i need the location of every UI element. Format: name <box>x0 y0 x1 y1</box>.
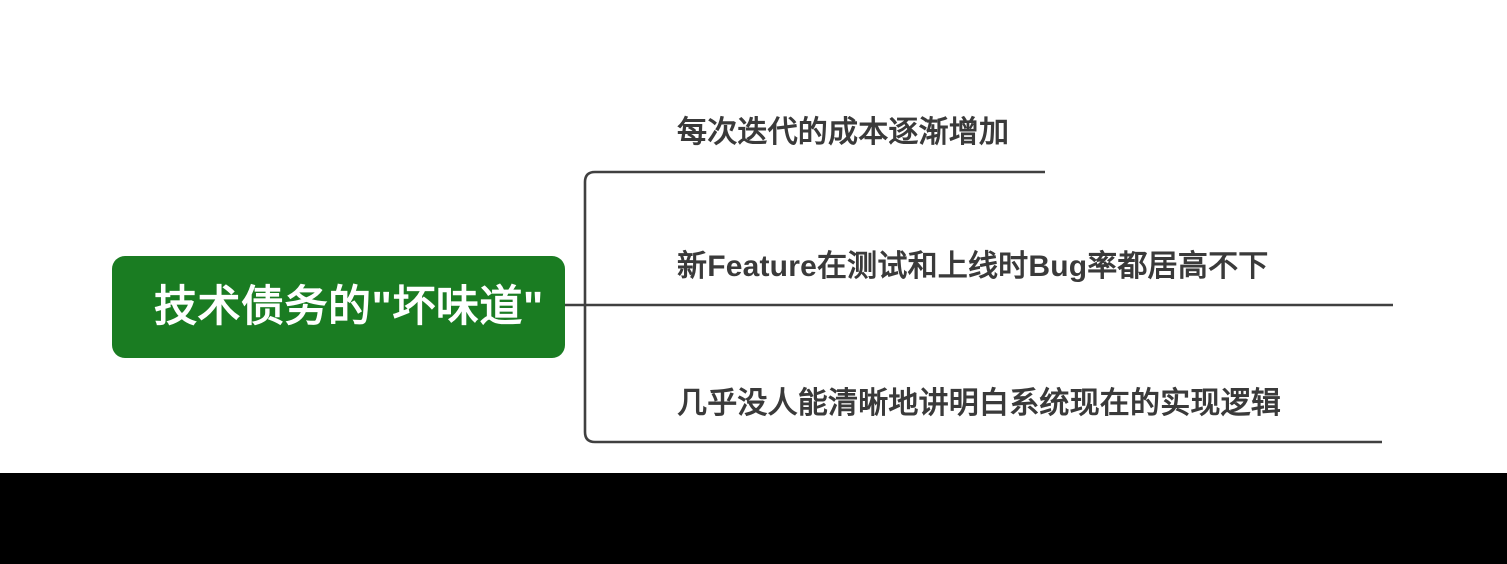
root-node-label: 技术债务的"坏味道" <box>154 282 544 331</box>
branch-label-cost-increase[interactable]: 每次迭代的成本逐渐增加 <box>677 116 1010 149</box>
branch-label-unclear-logic[interactable]: 几乎没人能清晰地讲明白系统现在的实现逻辑 <box>677 387 1281 420</box>
connector-branch-bottom <box>583 305 1382 444</box>
connector-branch-top <box>583 170 1045 305</box>
root-node[interactable]: 技术债务的"坏味道" <box>112 256 565 358</box>
bottom-letterbox-bar <box>0 473 1507 564</box>
branch-label-bug-rate[interactable]: 新Feature在测试和上线时Bug率都居高不下 <box>677 250 1269 283</box>
